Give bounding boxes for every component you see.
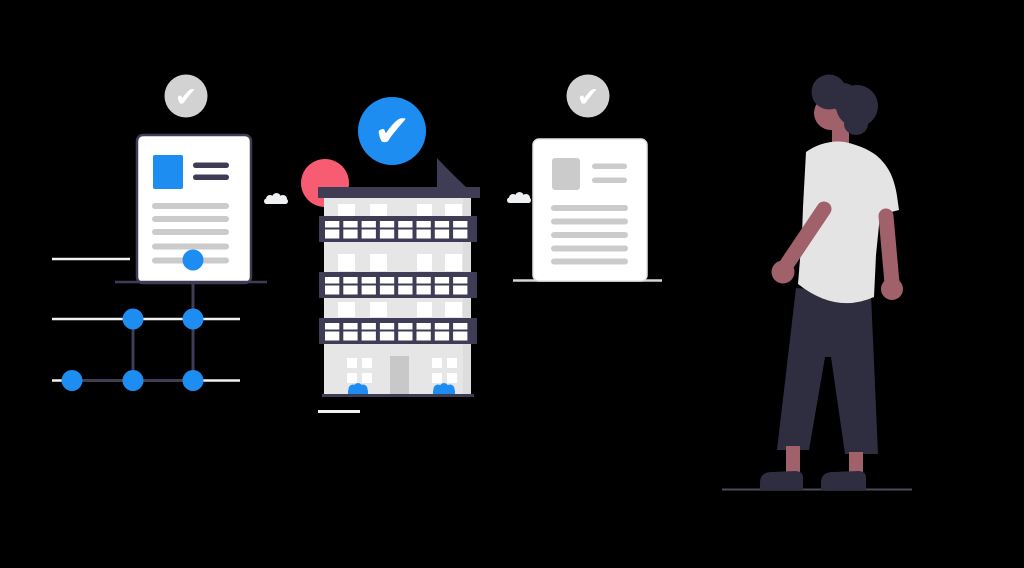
person-arm-right <box>878 208 900 291</box>
ground-floor-windows-left <box>347 358 372 383</box>
left-document-image-placeholder <box>153 155 183 189</box>
hair-lobe <box>844 113 868 135</box>
building-base-line <box>322 394 474 397</box>
right-document-group: ✔ <box>513 74 662 282</box>
cloud-base <box>507 197 531 203</box>
person-ankle-left <box>786 446 800 473</box>
person-hand-right <box>881 278 903 300</box>
window <box>338 204 355 216</box>
building-floor-windows-2 <box>338 254 462 271</box>
window <box>417 204 432 216</box>
right-document-text-line <box>551 218 628 225</box>
person-shirt <box>798 141 899 304</box>
right-document-text-line <box>551 258 628 265</box>
right-document-text-line <box>551 205 628 211</box>
person-pants <box>777 288 878 454</box>
right-check-badge <box>566 74 610 118</box>
window <box>370 302 387 317</box>
cloud-base <box>264 198 288 204</box>
left-document-text-line <box>152 216 229 222</box>
window-small <box>362 358 372 368</box>
building-window-band-2 <box>319 272 477 298</box>
window-small <box>362 373 372 383</box>
person-hair <box>811 74 878 135</box>
window <box>417 302 432 317</box>
left-document-text-line <box>152 243 229 250</box>
cloud-left <box>264 193 288 204</box>
window-small <box>347 373 357 383</box>
building-check-badge <box>358 97 426 165</box>
right-document-heading-line-2 <box>592 177 627 183</box>
window <box>338 254 355 271</box>
person-arm-left <box>779 201 832 272</box>
building-door <box>390 356 409 396</box>
ground-floor-windows-right <box>432 358 457 383</box>
building-check-icon: ✔ <box>374 106 411 157</box>
window <box>417 254 432 271</box>
building-floor-windows-3 <box>338 302 462 317</box>
building-floor-windows-1 <box>338 204 462 216</box>
graph-node <box>122 308 144 330</box>
window <box>370 204 387 216</box>
hair-lobe <box>827 83 859 111</box>
left-check-icon: ✔ <box>175 82 198 113</box>
right-document-text-line <box>551 232 628 238</box>
roof-bar <box>318 187 480 198</box>
person-shoe-left <box>760 471 803 490</box>
person-group <box>722 74 912 491</box>
roof-fin <box>437 158 467 188</box>
right-document-text-line <box>551 245 628 252</box>
left-document-group: ✔ <box>52 74 267 391</box>
graph-node <box>122 370 144 391</box>
person-shoe-right <box>821 471 866 490</box>
graph-node <box>61 370 83 391</box>
left-document-heading-line-1 <box>193 162 229 168</box>
window <box>445 302 462 317</box>
window-small <box>447 358 457 368</box>
right-document-heading-line-1 <box>592 163 627 169</box>
building-group: ✔ <box>301 97 480 413</box>
window <box>445 204 462 216</box>
left-check-badge <box>164 74 208 118</box>
right-check-icon: ✔ <box>577 82 600 113</box>
left-document-heading-line-2 <box>193 174 229 180</box>
right-document-image-placeholder <box>552 158 580 190</box>
building-window-band-3 <box>319 318 477 344</box>
left-document-text-line <box>152 229 229 235</box>
graph-node-doc <box>182 249 204 271</box>
window-small <box>432 358 442 368</box>
person-hand-left <box>771 260 795 284</box>
window-small <box>347 358 357 368</box>
graph-node <box>182 370 204 391</box>
window-small <box>447 373 457 383</box>
person-ankle-right <box>849 452 863 474</box>
window <box>370 254 387 271</box>
window-small <box>432 373 442 383</box>
graph-node <box>182 308 204 330</box>
left-document-text-line <box>152 203 229 209</box>
building-window-band-1 <box>319 216 477 242</box>
window <box>338 302 355 317</box>
cloud-right <box>507 192 531 203</box>
window <box>445 254 462 271</box>
